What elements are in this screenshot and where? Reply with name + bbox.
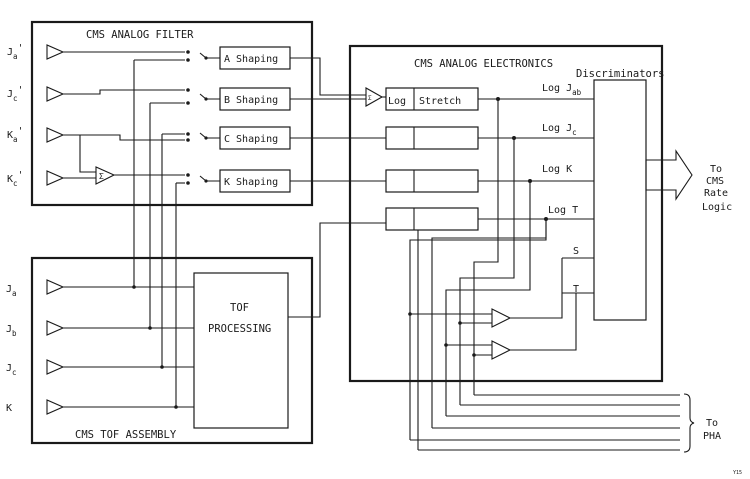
- tof-processing-label-1: TOF: [230, 302, 249, 314]
- pha-brace: [683, 393, 695, 453]
- analog-electronics-block: [348, 44, 664, 383]
- to-rate-logic-3: Rate: [704, 188, 728, 199]
- input-ja: Ja: [6, 284, 17, 298]
- analog-filter-block: [30, 20, 314, 207]
- log-stretch-boxes: [385, 87, 479, 231]
- input-ka-prime: Ka': [7, 126, 24, 144]
- discriminators-label: Discriminators: [576, 68, 665, 80]
- tof-input-amplifiers: [46, 279, 65, 415]
- analog-electronics-title: CMS ANALOG ELECTRONICS: [414, 58, 553, 70]
- log-jc-label: Log Jc: [542, 123, 577, 137]
- to-rate-logic-4: Logic: [702, 202, 732, 213]
- b-shaping-label: B Shaping: [224, 95, 278, 106]
- log-jab-label: Log Jab: [542, 83, 582, 97]
- a-shaping-label: A Shaping: [224, 54, 278, 65]
- t-label: T: [573, 284, 579, 295]
- filter-wiring: [63, 51, 185, 184]
- filter-input-amplifiers: [46, 44, 65, 186]
- sum-symbol: Σ: [99, 172, 104, 181]
- k-shaping-label: K Shaping: [224, 177, 278, 188]
- pha-tap-wiring: [408, 97, 680, 451]
- tof-processing-label-2: PROCESSING: [208, 323, 271, 335]
- tof-processing-box: [193, 272, 289, 429]
- c-shaping-label: C Shaping: [224, 134, 278, 145]
- stretch-label: Stretch: [419, 96, 461, 107]
- rate-logic-arrow: [645, 149, 693, 201]
- switch-contacts: [186, 50, 220, 185]
- input-jb: Jb: [6, 324, 17, 338]
- log-t-label: Log T: [548, 205, 578, 216]
- page-number: Y15: [733, 470, 742, 476]
- to-rate-logic-2: CMS: [706, 176, 724, 187]
- input-kc-prime: Kc': [7, 170, 24, 188]
- log-k-label: Log K: [542, 164, 572, 175]
- to-rate-logic-1: To: [710, 164, 722, 175]
- tof-wiring: [63, 60, 194, 409]
- analog-filter-title: CMS ANALOG FILTER: [86, 29, 194, 41]
- sum-amplifier: [95, 166, 116, 185]
- discriminators-box: [593, 79, 647, 321]
- s-label: S: [573, 246, 579, 257]
- tof-assembly-block: [30, 256, 314, 445]
- log-label: Log: [388, 96, 406, 107]
- log-stretch-summing-amp: [365, 87, 384, 107]
- input-k: K: [6, 403, 12, 414]
- to-pha-label-1: To: [706, 418, 718, 429]
- shaping-output-wiring: [288, 57, 386, 318]
- comparator-lower: [491, 340, 512, 360]
- comparator-upper: [491, 308, 512, 328]
- comparator-wiring: [410, 258, 577, 356]
- input-jc: Jc: [6, 363, 17, 377]
- input-ja-prime: Ja': [7, 43, 24, 61]
- tof-assembly-title: CMS TOF ASSEMBLY: [75, 429, 177, 441]
- input-jc-prime: Jc': [7, 85, 24, 103]
- to-pha-label-2: PHA: [703, 431, 721, 442]
- electronics-sum-symbol: Σ: [368, 95, 372, 102]
